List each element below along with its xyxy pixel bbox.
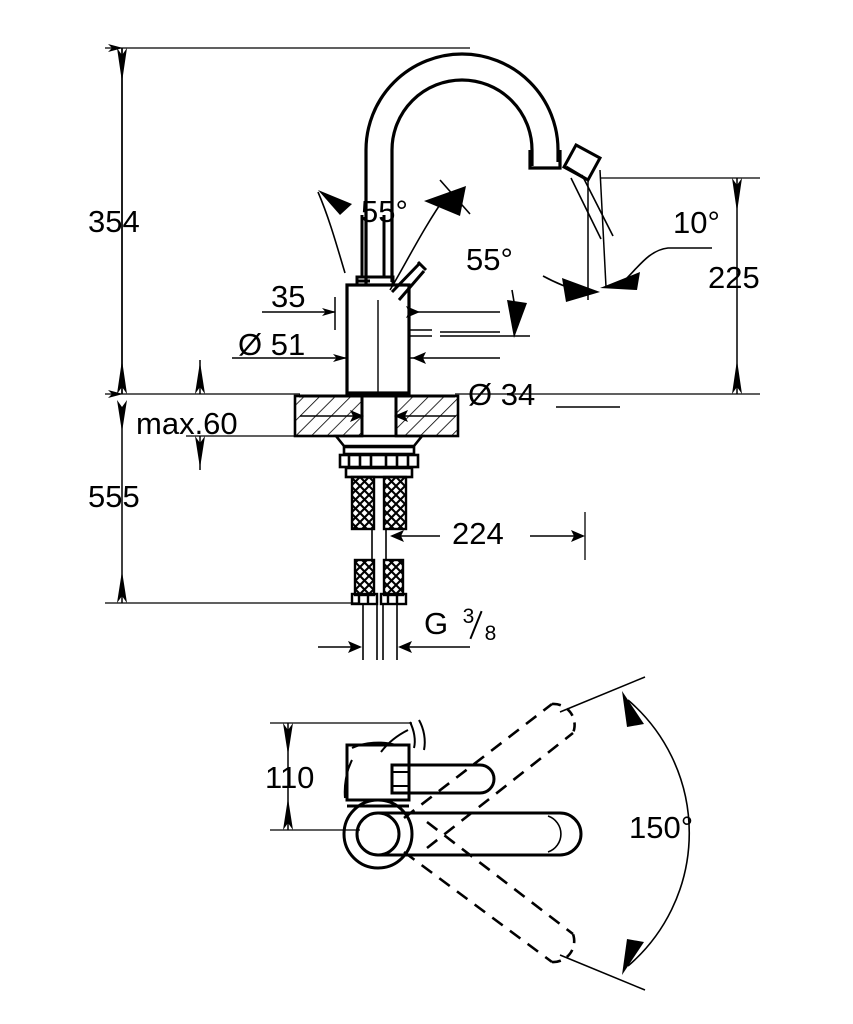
lock-nut (344, 466, 414, 479)
hose-collars (350, 592, 408, 606)
supply-hose-lower (353, 558, 405, 597)
spout-outer-profile (364, 52, 560, 286)
thread-numerator: 3 (462, 605, 475, 628)
dim-label-35: 35 (271, 279, 306, 314)
plan-swivel-axis-lines (559, 676, 646, 991)
plan-spout-rotated-down-cap (551, 933, 576, 964)
dim-35-arrow-right (406, 306, 420, 318)
body-detail-lines (409, 329, 432, 337)
dim-label-d34: Ø 34 (468, 377, 536, 412)
leader-55-right-arrow (562, 278, 600, 302)
angle-label-10: 10° (673, 205, 720, 240)
dim-label-555: 555 (88, 479, 140, 514)
thread-denominator: 8 (484, 622, 497, 645)
supply-hose-upper (350, 475, 408, 531)
aerator-axis (587, 169, 607, 300)
dim-d51-arrow-right (412, 352, 426, 364)
dim-label-d51: Ø 51 (238, 327, 306, 362)
dim-555-arrows (117, 400, 127, 603)
plan-body (345, 743, 411, 808)
supply-pipe-middle (371, 529, 387, 560)
under-deck-washer (333, 434, 425, 469)
dim-label-110: 110 (265, 760, 315, 795)
dim-label-max60: max.60 (136, 406, 238, 441)
angle-label-55-right: 55° (466, 242, 513, 277)
aerator-head (528, 142, 603, 183)
leader-10deg-arrow (600, 272, 640, 290)
dim-g38-arrows (348, 641, 412, 653)
plan-spout-rotated-down (403, 820, 574, 964)
plan-spout-solid (378, 811, 583, 857)
leader-55-down-arrow (507, 300, 527, 338)
plan-lever-tip (409, 719, 426, 751)
dim-d34-arrows (350, 410, 408, 422)
thread-label-group: G 3 8 (424, 605, 507, 645)
angle-label-150: 150° (629, 810, 694, 845)
leader-55-left-arrow (318, 190, 352, 215)
plan-lever-detail (343, 729, 410, 799)
leader-55-left (317, 191, 346, 274)
spout-inner-profile (390, 78, 534, 282)
dim-110-arrows (283, 723, 293, 830)
dim-max60-arrows (195, 362, 205, 468)
spigot-extension (440, 331, 530, 337)
thread-fraction: 3 8 (461, 605, 507, 645)
leader-10deg (624, 247, 712, 281)
arc-150-arrows (622, 691, 644, 975)
aerator-outlet (570, 174, 614, 240)
plan-spout-rotated-up (403, 702, 574, 850)
angle-label-55-left: 55° (361, 194, 408, 229)
lever-arm (390, 260, 428, 301)
dim-110-ext (270, 722, 412, 831)
plan-swivel-hub (342, 798, 414, 870)
supply-tails (362, 604, 398, 660)
leader-55-center-cross (439, 179, 471, 215)
dim-35 (262, 297, 500, 330)
dim-354-arrows (117, 48, 127, 394)
extension-lines (105, 47, 760, 604)
dim-225-arrows (732, 178, 742, 394)
plan-spout-rotated-up-cap (551, 702, 576, 734)
thread-label-prefix: G (424, 606, 449, 641)
leader-55-center-arrow (424, 186, 466, 216)
plan-spout-inner (547, 815, 562, 853)
dim-label-224: 224 (452, 516, 504, 551)
plan-lever (390, 763, 496, 795)
arc-150 (627, 699, 691, 967)
dim-224-arrows (390, 530, 585, 542)
dim-label-225: 225 (708, 260, 760, 295)
dim-label-354: 354 (88, 204, 140, 239)
dim-d34 (300, 406, 620, 417)
